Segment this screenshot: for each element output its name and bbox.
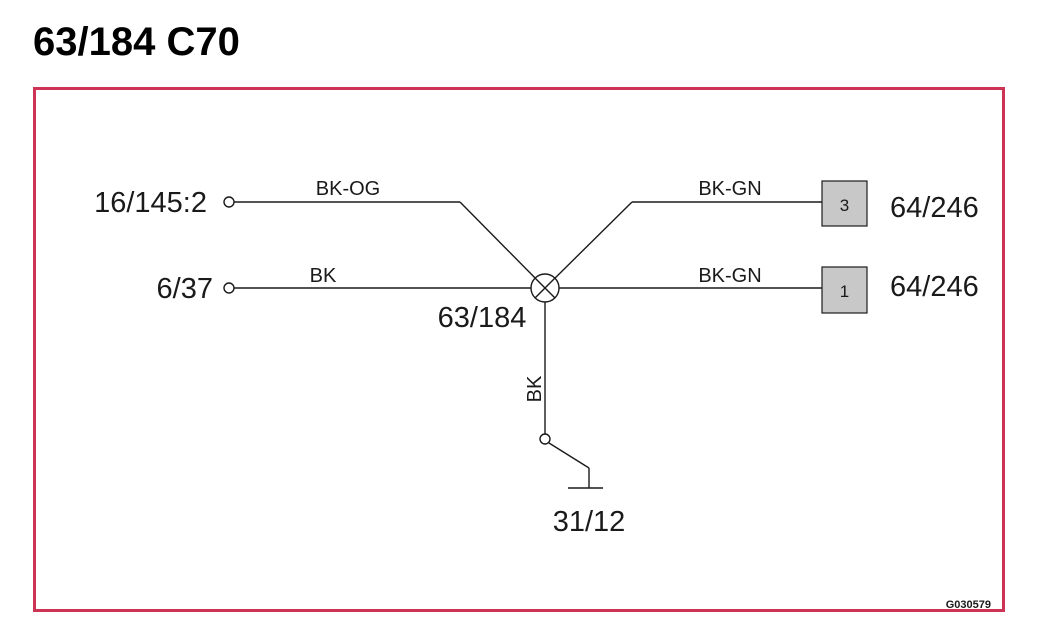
- terminal-circle-top-left: [223, 196, 235, 208]
- wire-top-right-diagonal: [544, 201, 633, 289]
- wire-top-left-diagonal: [459, 201, 546, 289]
- endpoint-label-mid-right: 64/246: [890, 271, 979, 303]
- connector-pin-mid: 1: [840, 282, 849, 301]
- connector-pin-box-mid: [821, 266, 868, 314]
- terminal-circle-ground: [539, 433, 551, 445]
- ground-link: [548, 442, 590, 469]
- ground-label: 31/12: [553, 506, 626, 538]
- connector-pin-top: 3: [840, 196, 849, 215]
- terminal-circle-mid-left: [223, 282, 235, 294]
- diagram-frame: [33, 87, 1005, 612]
- endpoint-label-top-left: 16/145:2: [94, 187, 207, 219]
- endpoint-label-mid-left: 6/37: [157, 273, 213, 305]
- diagram-title: 63/184 C70: [33, 20, 240, 64]
- wire-color-down: BK: [524, 375, 546, 402]
- figure-id: G030579: [946, 599, 991, 611]
- wire-color-mid-left: BK: [310, 265, 337, 287]
- connector-pin-box-top: [821, 180, 868, 227]
- wire-color-top-left: BK-OG: [316, 178, 380, 200]
- wire-color-mid-right: BK-GN: [698, 265, 761, 287]
- wire-color-top-right: BK-GN: [698, 178, 761, 200]
- splice-icon: [530, 273, 560, 303]
- endpoint-label-top-right: 64/246: [890, 192, 979, 224]
- splice-label: 63/184: [438, 302, 527, 334]
